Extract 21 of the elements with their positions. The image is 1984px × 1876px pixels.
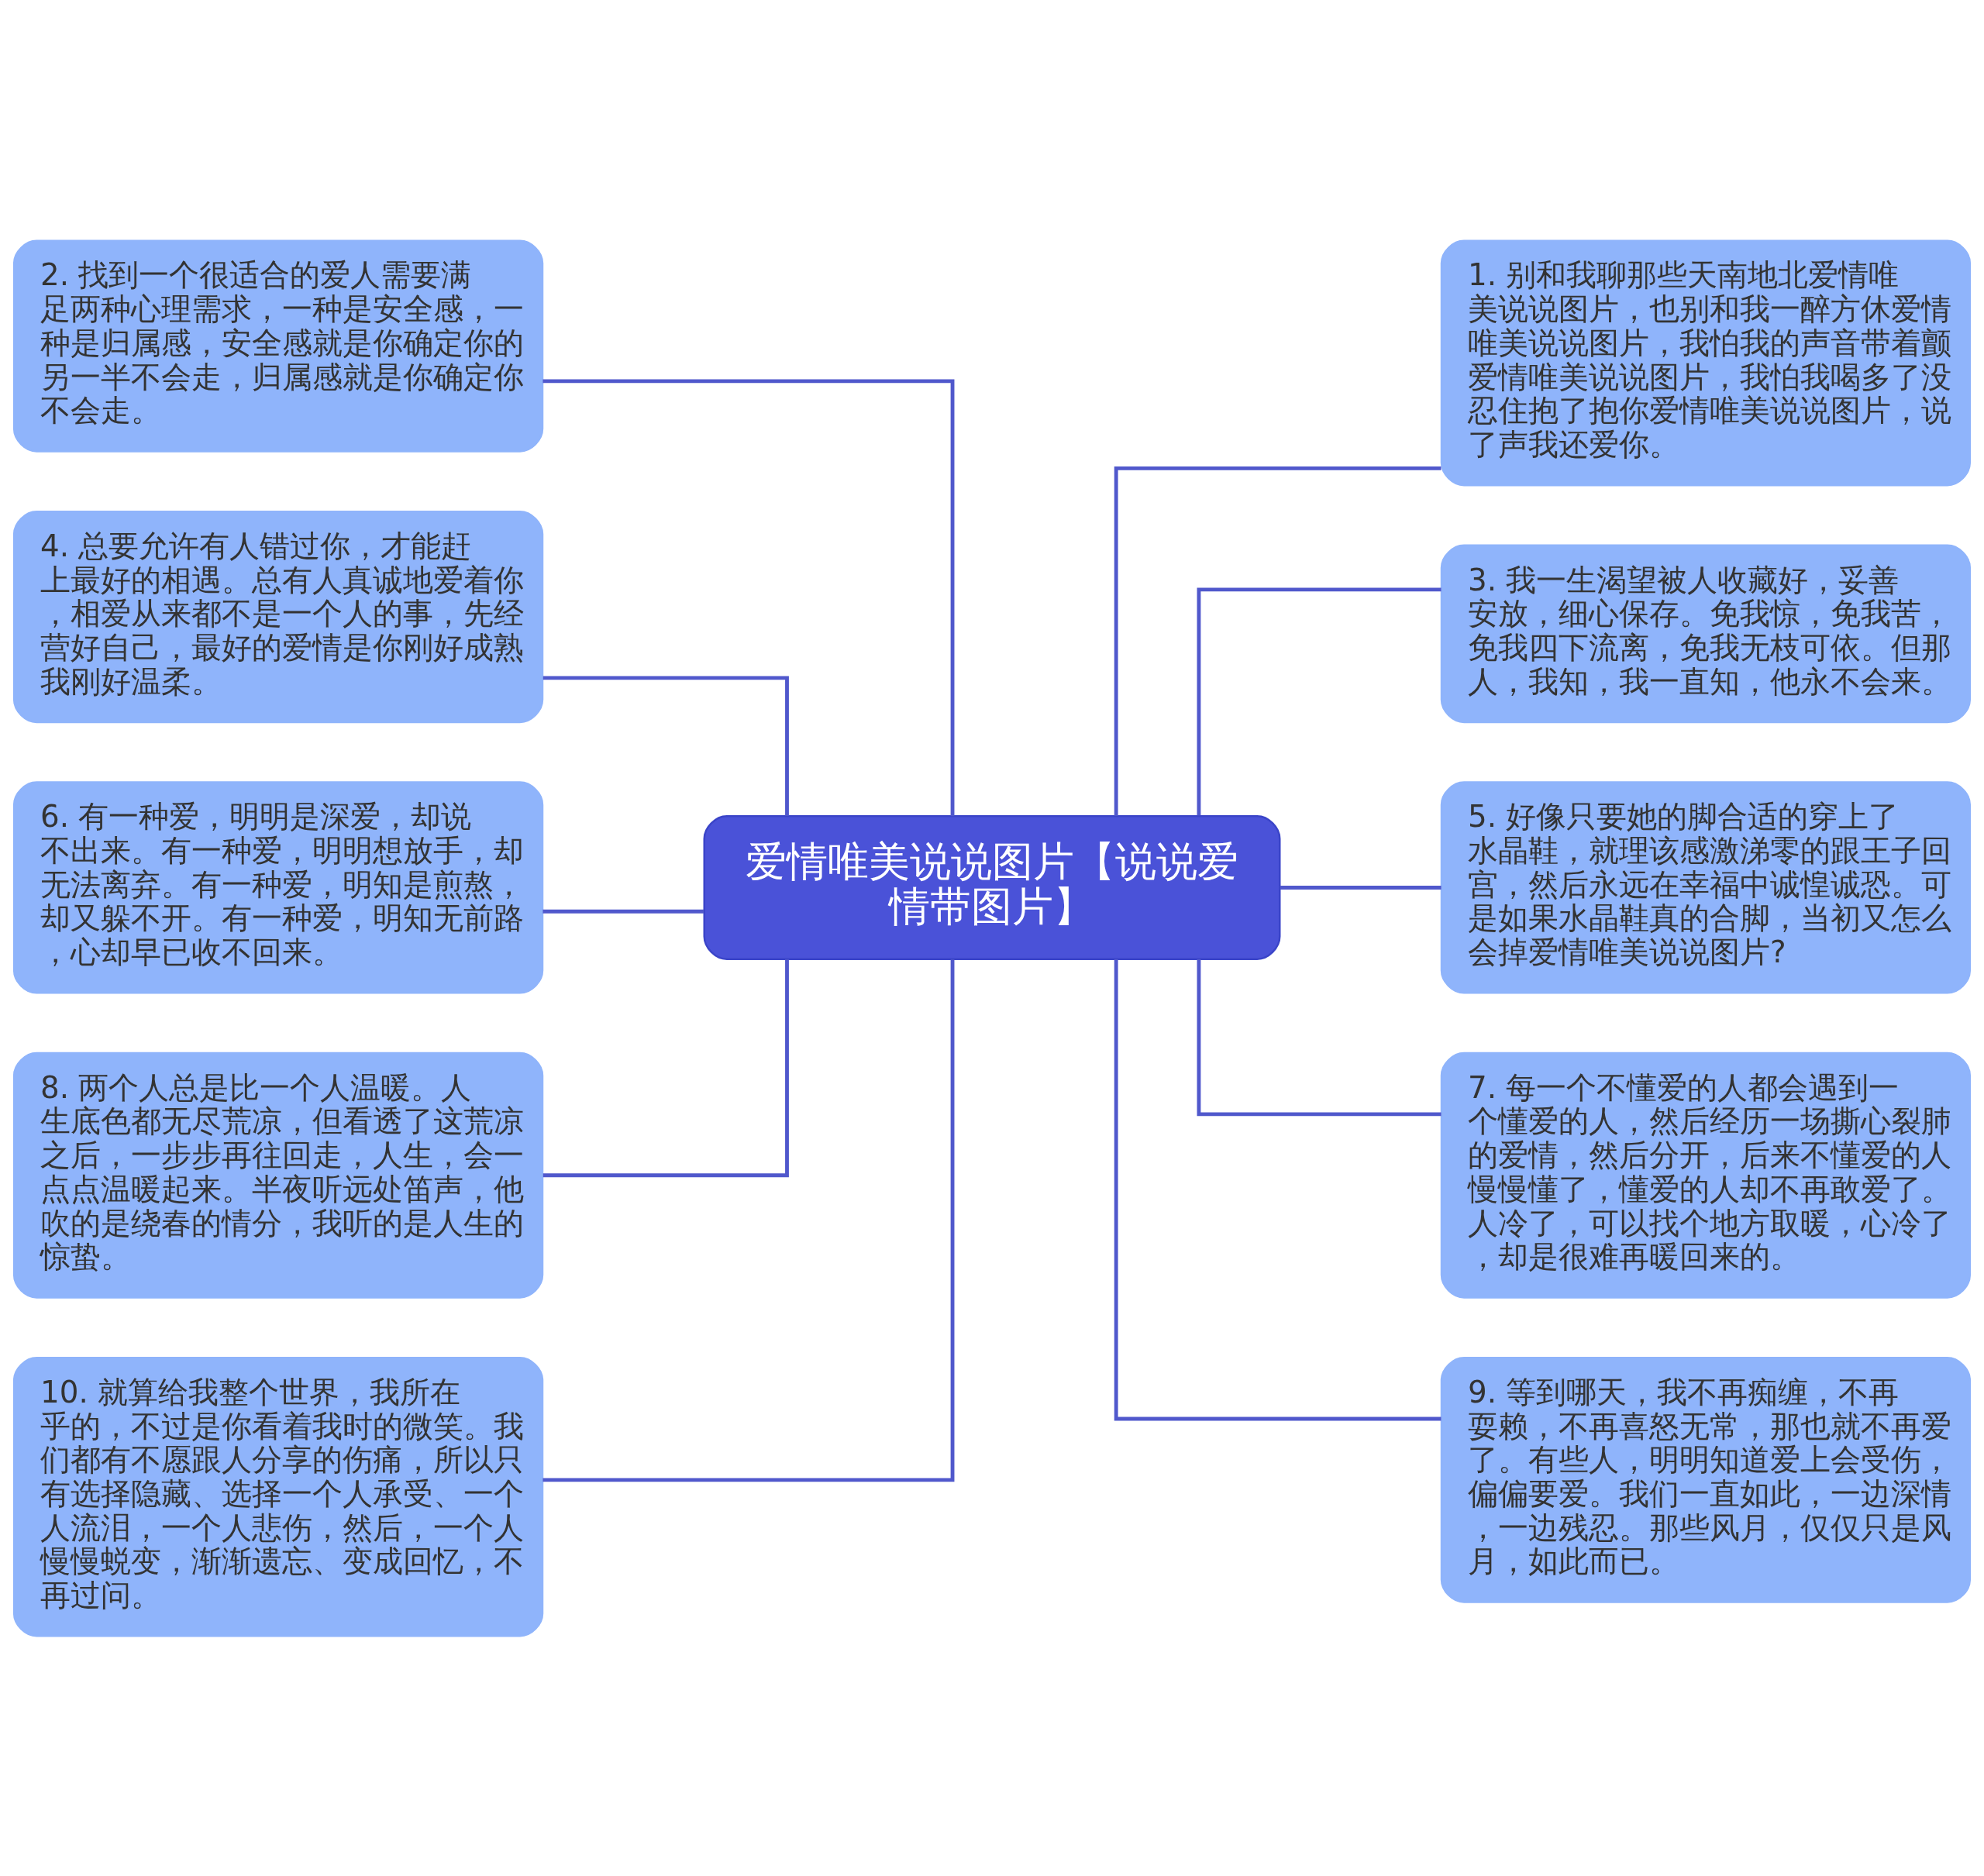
node-box: 4. 总要允许有人错过你，才能赶上最好的相遇。总有人真诚地爱着你，相爱从来都不是一个人的事，先经营好自己，最好的爱情是你刚好成熟我刚好温柔。 xyxy=(12,510,544,723)
node-box: 爱情唯美说说图片【说说爱情带图片】 xyxy=(703,814,1281,960)
node-box: 7. 每一个不懂爱的人都会遇到一个懂爱的人，然后经历一场撕心裂肺的爱情，然后分开，后来不懂爱的人慢慢懂了，懂爱的人却不再敢爱了。人冷了，可以找个地方取暖，心冷了，却是很难再暖回来的。 xyxy=(1440,1052,1972,1299)
node-box: 8. 两个人总是比一个人温暖。人生底色都无尽荒凉，但看透了这荒凉之后，一步步再往回走，人生，会一点点温暖起来。半夜听远处笛声，他吹的是绕春的情分，我听的是人生的惊蛰。 xyxy=(12,1052,544,1299)
connector xyxy=(1197,959,1442,1116)
node-box: 6. 有一种爱，明明是深爱，却说不出来。有一种爱，明明想放手，却无法离弃。有一种爱，明知是煎熬，却又躲不开。有一种爱，明知无前路，心却早已收不回来。 xyxy=(12,780,544,994)
connector xyxy=(542,959,789,1177)
connector xyxy=(542,676,789,816)
node-box: 2. 找到一个很适合的爱人需要满足两种心理需求，一种是安全感，一种是归属感，安全感就是你确定你的另一半不会走，归属感就是你确定你不会走。 xyxy=(12,239,544,453)
node-box: 5. 好像只要她的脚合适的穿上了水晶鞋，就理该感激涕零的跟王子回宫，然后永远在幸福中诚惶诚恐。可是如果水晶鞋真的合脚，当初又怎么会掉爱情唯美说说图片? xyxy=(1440,780,1972,994)
node-box: 1. 别和我聊那些天南地北爱情唯美说说图片，也别和我一醉方休爱情唯美说说图片，我怕我的声音带着颤爱情唯美说说图片，我怕我喝多了没忍住抱了抱你爱情唯美说说图片，说了声我还爱你。 xyxy=(1440,239,1972,486)
node-box: 3. 我一生渴望被人收藏好，妥善安放，细心保存。免我惊，免我苦，免我四下流离，免我无枝可依。但那人，我知，我一直知，他永不会来。 xyxy=(1440,544,1972,723)
connector xyxy=(542,909,704,914)
connector xyxy=(1280,885,1442,890)
connector xyxy=(1114,466,1442,816)
connector xyxy=(1114,959,1442,1420)
connector xyxy=(542,959,955,1482)
node-box: 9. 等到哪天，我不再痴缠，不再耍赖，不再喜怒无常，那也就不再爱了。有些人，明明知道爱上会受伤，偏偏要爱。我们一直如此，一边深情，一边残忍。那些风月，仅仅只是风月，如此而已。 xyxy=(1440,1356,1972,1603)
connector xyxy=(542,379,955,816)
connector xyxy=(1197,587,1442,815)
node-box: 10. 就算给我整个世界，我所在乎的，不过是你看着我时的微笑。我们都有不愿跟人分享的伤痛，所以只有选择隐藏、选择一个人承受、一个人流泪，一个人悲伤，然后，一个人慢慢蜕变，渐渐遗忘、变成回忆，不再过问。 xyxy=(12,1356,544,1637)
